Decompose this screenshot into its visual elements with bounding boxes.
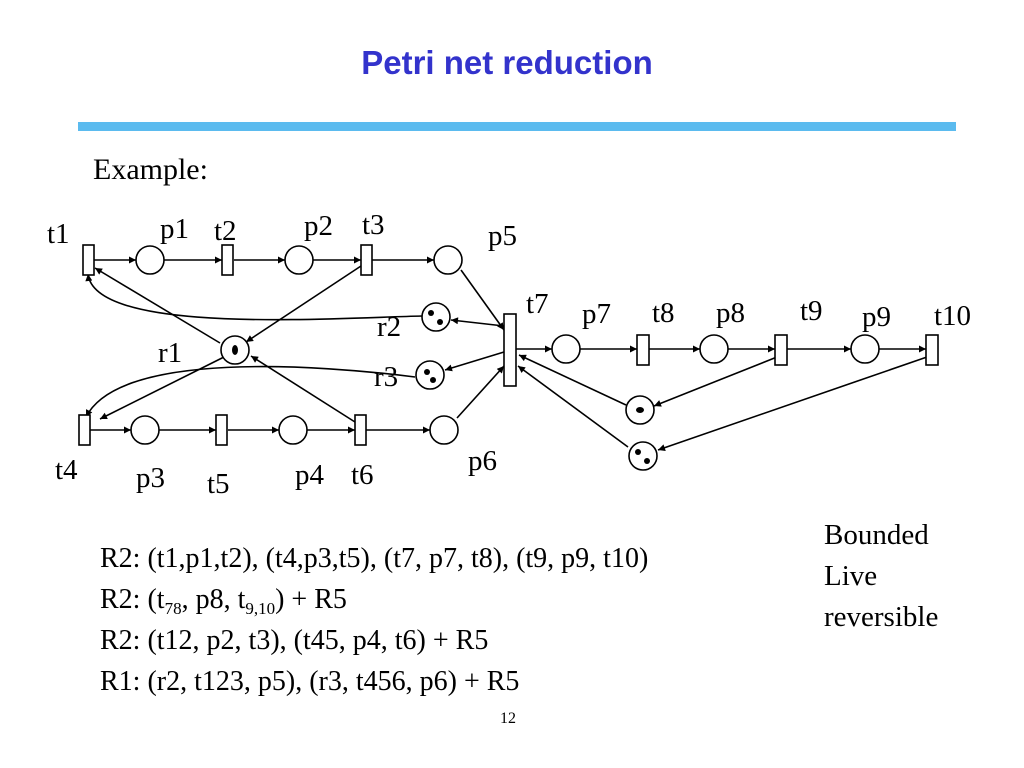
rule-line-2: R2: (t78, p8, t9,10) + R5 — [100, 579, 648, 620]
arc-r1-t4 — [99, 356, 225, 420]
label-p5: p5 — [488, 220, 517, 252]
label-t3: t3 — [362, 209, 385, 241]
transition-t6 — [354, 414, 367, 446]
label-t7: t7 — [526, 288, 549, 320]
rule-line-1: R2: (t1,p1,t2), (t4,p3,t5), (t7, p7, t8)… — [100, 543, 649, 574]
transition-t5 — [215, 414, 228, 446]
place-p8 — [699, 334, 729, 364]
transition-t4 — [78, 414, 91, 446]
arc-t10-r5 — [657, 356, 928, 452]
label-t10: t10 — [934, 300, 971, 332]
label-t1: t1 — [47, 218, 70, 250]
place-p2 — [284, 245, 314, 275]
place-p5 — [433, 245, 463, 275]
arc-t7-r3 — [444, 351, 505, 372]
title-divider — [78, 122, 956, 131]
label-p9: p9 — [862, 301, 891, 333]
place-p4 — [278, 415, 308, 445]
label-t5: t5 — [207, 468, 230, 500]
token-r3-a — [424, 369, 430, 375]
rule-line-4: R1: (r2, t123, p5), (r3, t456, p6) + R5 — [100, 666, 520, 697]
label-p3: p3 — [136, 462, 165, 494]
place-p3 — [130, 415, 160, 445]
place-p1 — [135, 245, 165, 275]
label-t4: t4 — [55, 454, 78, 486]
label-r3: r3 — [374, 361, 398, 393]
token-r4 — [636, 407, 644, 413]
property-reversible: reversible — [824, 601, 939, 633]
property-live: Live — [824, 560, 878, 592]
transition-t8 — [636, 334, 650, 366]
transition-t7 — [503, 313, 517, 387]
rule-line-2-sub2: 9,10 — [245, 599, 276, 618]
net-properties: Bounded Live reversible — [824, 515, 938, 638]
arc-r5-t7 — [517, 365, 629, 448]
transition-t9 — [774, 334, 788, 366]
property-bounded: Bounded — [824, 519, 929, 551]
place-p9 — [850, 334, 880, 364]
label-t9: t9 — [800, 295, 823, 327]
token-r2-b — [437, 319, 443, 325]
arc-r4-t7 — [518, 354, 627, 406]
label-t8: t8 — [652, 297, 675, 329]
place-p6 — [429, 415, 459, 445]
place-r5 — [628, 441, 658, 471]
place-r2 — [421, 302, 451, 332]
label-p8: p8 — [716, 297, 745, 329]
token-r5-a — [635, 449, 641, 455]
rule-line-2-sub1: 78 — [164, 599, 182, 618]
label-r1: r1 — [158, 337, 182, 369]
slide-title: Petri net reduction — [361, 44, 653, 81]
transition-t1 — [82, 244, 95, 276]
label-r2: r2 — [377, 311, 401, 343]
arc-t7-r2 — [450, 317, 505, 327]
token-r3-b — [430, 377, 436, 383]
token-r5-b — [644, 458, 650, 464]
rule-line-2-mid: , p8, t — [181, 584, 246, 615]
rule-line-2-prefix: R2: (t — [100, 584, 165, 615]
place-r3 — [415, 360, 445, 390]
label-t6: t6 — [351, 459, 374, 491]
example-label: Example: — [93, 153, 208, 186]
arc-t9-r4 — [653, 356, 778, 407]
arc-r3-t4 — [85, 365, 416, 418]
label-p6: p6 — [468, 445, 497, 477]
arc-r2-t1 — [85, 273, 423, 321]
place-p7 — [551, 334, 581, 364]
arc-p5-t7 — [460, 269, 505, 331]
reduction-rules: R2: (t1,p1,t2), (t4,p3,t5), (t7, p7, t8)… — [100, 538, 648, 702]
label-p1: p1 — [160, 213, 189, 245]
rule-line-3: R2: (t12, p2, t3), (t45, p4, t6) + R5 — [100, 625, 489, 656]
arc-t3-r1 — [245, 265, 362, 343]
arc-r1-t1 — [94, 267, 221, 344]
transition-t2 — [221, 244, 234, 276]
transition-t10 — [925, 334, 939, 366]
label-p4: p4 — [295, 459, 325, 491]
page-number: 12 — [500, 710, 516, 727]
label-t2: t2 — [214, 215, 237, 247]
arc-p6-t7 — [456, 365, 505, 419]
token-r1 — [232, 345, 238, 355]
label-p7: p7 — [582, 298, 611, 330]
transition-t3 — [360, 244, 373, 276]
rule-line-2-suffix: ) + R5 — [275, 584, 347, 615]
label-p2: p2 — [304, 210, 333, 242]
token-r2-a — [428, 310, 434, 316]
